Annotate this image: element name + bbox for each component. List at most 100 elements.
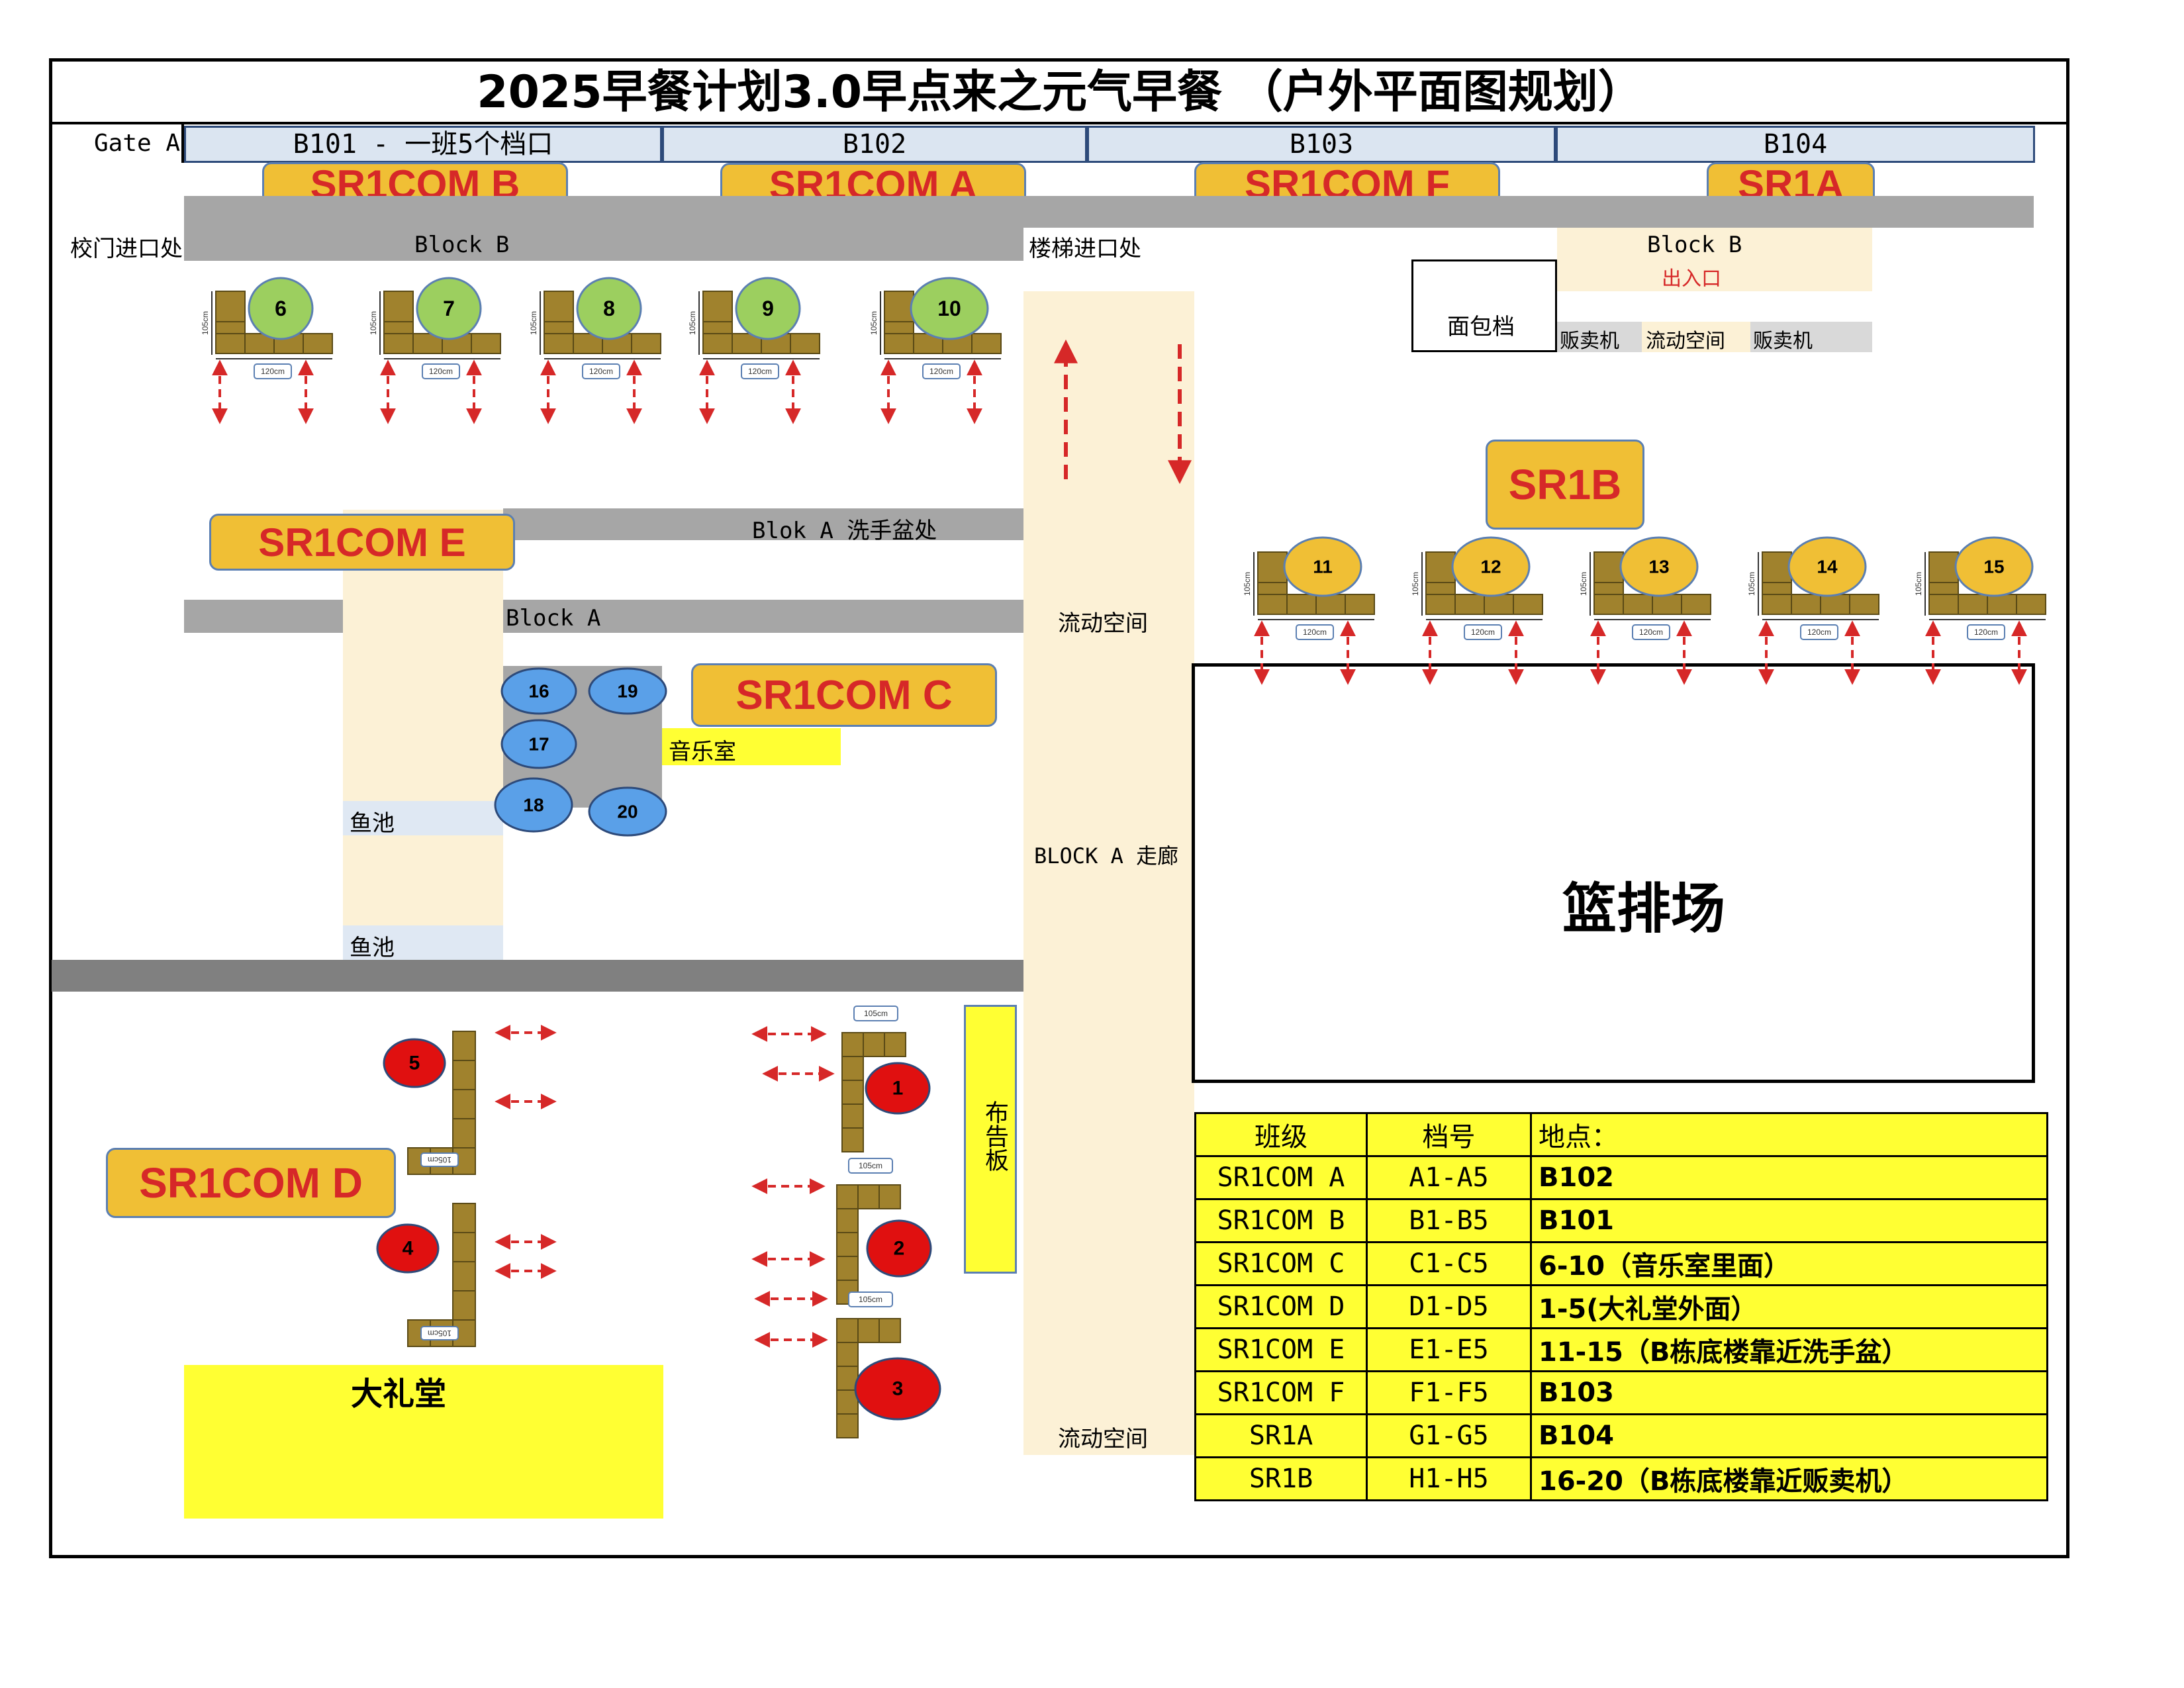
stall-table-1-block xyxy=(863,1032,885,1057)
stall-circle-1 xyxy=(865,1062,931,1115)
stall-number-13: 13 xyxy=(1648,557,1669,577)
stall-table-15-dim-box xyxy=(1967,624,2005,640)
music-room-label: 音乐室 xyxy=(669,739,736,765)
stall-table-12-dim-box xyxy=(1464,624,1502,640)
stall-table-12-dim-h: 105cm xyxy=(1411,572,1420,596)
stall-table-11-block xyxy=(1315,594,1346,615)
legend-class: SR1COM C xyxy=(1194,1241,1368,1286)
stall-table-6-block xyxy=(215,291,246,322)
legend-class: SR1COM A xyxy=(1194,1155,1368,1200)
stall-table-9-dim-h: 105cm xyxy=(688,311,697,335)
stall-table-4-block xyxy=(452,1203,476,1233)
flow-space-top: 流动空间 xyxy=(1646,330,1725,353)
stall-circle-3 xyxy=(854,1357,941,1421)
legend-class: SR1COM F xyxy=(1194,1370,1368,1415)
stall-table-3-block xyxy=(836,1318,859,1343)
court-label: 篮排场 xyxy=(1562,877,1726,941)
stall-table-15-block xyxy=(1928,594,1959,615)
stall-table-15-block xyxy=(1928,551,1959,583)
block-a-band-right xyxy=(503,600,1023,633)
stall-4-dim-box xyxy=(420,1326,459,1340)
stall-number-1: 1 xyxy=(892,1078,904,1100)
stall-circle-13 xyxy=(1619,536,1699,597)
stall-circle-16 xyxy=(500,667,577,715)
stall-table-11-block xyxy=(1286,594,1317,615)
legend-header-stall: 档号 xyxy=(1366,1112,1532,1157)
stall-table-11-dim-w: 120cm xyxy=(1303,628,1327,637)
stall-table-14-block xyxy=(1762,594,1792,615)
stall-number-11: 11 xyxy=(1313,557,1333,577)
stall-table-14-dim-box xyxy=(1800,624,1838,640)
title-divider xyxy=(49,122,2069,124)
stall-table-11-block xyxy=(1345,594,1375,615)
block-a-label: Block A xyxy=(506,605,601,632)
stall-table-7-dim-h: 105cm xyxy=(369,311,378,335)
stall-table-10-block xyxy=(971,333,1002,354)
basketball-court xyxy=(1192,663,2035,1083)
stall-table-5-block xyxy=(452,1060,476,1090)
gate-label: Gate A xyxy=(94,130,181,157)
stall-table-9-block xyxy=(702,333,733,354)
fish-pond-1-label: 鱼池 xyxy=(350,810,395,837)
block-b103: B103 xyxy=(1087,126,1556,163)
block-b102: B102 xyxy=(662,126,1087,163)
stall-table-7-dim-w: 120cm xyxy=(429,367,453,376)
block-b-label: Block B xyxy=(414,232,510,258)
stall-table-3-block xyxy=(878,1318,901,1343)
stall-table-8-block xyxy=(631,333,661,354)
legend-class: SR1B xyxy=(1194,1456,1368,1501)
stall-table-13-block xyxy=(1593,551,1624,583)
bakery-label: 面包档 xyxy=(1447,314,1515,340)
stall-table-1-block xyxy=(841,1127,864,1152)
legend-class: SR1A xyxy=(1194,1413,1368,1458)
flow-space-bottom: 流动空间 xyxy=(1058,1426,1148,1452)
stall-table-9-block xyxy=(702,291,733,322)
stall-table-11-dim-h: 105cm xyxy=(1243,572,1252,596)
flow-space-mid: 流动空间 xyxy=(1058,610,1148,637)
stall-circle-9 xyxy=(735,277,801,340)
class-badge-sr1com-e: SR1COM E xyxy=(209,514,515,571)
legend-location: 16-20（B栋底楼靠近贩卖机） xyxy=(1530,1456,2048,1501)
music-room-sign xyxy=(662,728,841,765)
stall-table-12-block xyxy=(1425,594,1456,615)
stall-table-2-block xyxy=(878,1184,901,1209)
block-a-band xyxy=(184,600,343,633)
stall-table-1-dim-h: 105cm xyxy=(864,1009,888,1018)
legend-stall-range: B1-B5 xyxy=(1366,1198,1532,1243)
stall-table-7-block xyxy=(383,291,414,322)
stall-number-5: 5 xyxy=(409,1053,420,1074)
stall-table-1-block xyxy=(841,1056,864,1081)
class-badge-sr1com-c: SR1COM C xyxy=(691,663,997,727)
notice-board xyxy=(964,1005,1017,1274)
stall-table-2-block xyxy=(836,1184,859,1209)
stall-table-4-block xyxy=(452,1232,476,1262)
stall-table-12-block xyxy=(1484,594,1514,615)
legend-class: SR1COM E xyxy=(1194,1327,1368,1372)
block-a-corridor xyxy=(1023,291,1194,1455)
stall-table-5-block xyxy=(452,1031,476,1061)
blok-a-sink-band xyxy=(503,508,1023,540)
corridor-label: BLOCK A 走廊 xyxy=(1034,843,1179,868)
stall-table-2-block xyxy=(836,1208,859,1233)
stall-table-11-dim-box xyxy=(1296,624,1334,640)
stall-number-8: 8 xyxy=(603,297,615,320)
stall-table-12-block xyxy=(1425,551,1456,583)
stall-table-14-block xyxy=(1849,594,1879,615)
stall-number-6: 6 xyxy=(275,297,287,320)
stall-number-19: 19 xyxy=(617,681,638,702)
stall-table-6-dim-h: 105cm xyxy=(201,311,210,335)
legend-location: B102 xyxy=(1530,1155,2048,1200)
auditorium xyxy=(184,1365,663,1519)
stall-table-14-dim-w: 120cm xyxy=(1807,628,1831,637)
legend-stall-range: F1-F5 xyxy=(1366,1370,1532,1415)
stall-table-6-dim-w: 120cm xyxy=(261,367,285,376)
stall-table-10-block xyxy=(884,333,914,354)
stall-table-3-dim-box xyxy=(848,1291,893,1307)
stall-table-10-dim-box xyxy=(922,363,961,379)
